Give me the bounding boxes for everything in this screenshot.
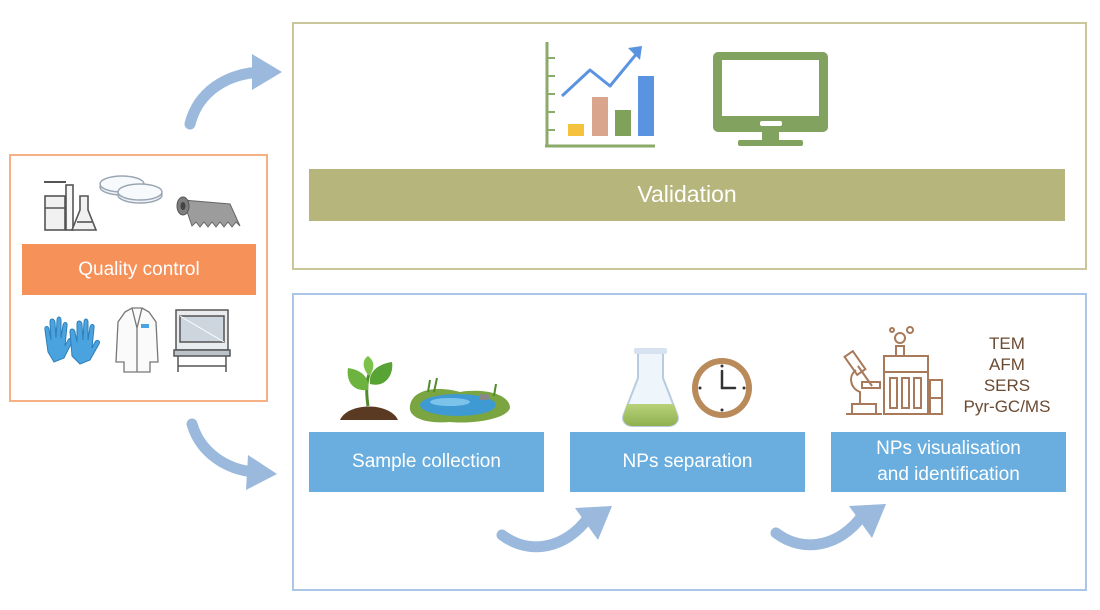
nps-separation-step: NPs separation	[570, 432, 805, 492]
nps-visualisation-line2: and identification	[877, 464, 1020, 485]
microscope-lab-equipment-icon	[843, 326, 943, 415]
lab-coat-icon	[115, 307, 159, 373]
arrow-step1-to-step2-icon	[496, 506, 612, 553]
technique-pyr-gc-ms: Pyr-GC/MS	[963, 397, 1051, 416]
arrow-to-validation-icon	[184, 54, 282, 130]
computer-monitor-icon	[713, 52, 828, 146]
pond-icon	[409, 377, 510, 423]
petri-dish-icon	[99, 175, 163, 204]
flask-icon	[622, 348, 679, 427]
technique-tem: TEM	[989, 334, 1025, 353]
clock-icon	[692, 358, 752, 418]
technique-sers: SERS	[983, 376, 1031, 395]
quality-control-banner: Quality control	[22, 244, 256, 295]
nps-visualisation-step: NPs visualisation and identification	[831, 432, 1066, 492]
bar-chart-trend-icon	[545, 42, 655, 148]
validation-panel	[292, 22, 1087, 270]
arrow-to-process-icon	[186, 418, 277, 490]
sample-collection-step: Sample collection	[309, 432, 544, 492]
nps-visualisation-line1: NPs visualisation	[876, 438, 1021, 460]
gloves-icon	[44, 316, 100, 365]
techniques-list: TEM AFM SERS Pyr-GC/MS	[952, 333, 1062, 417]
plant-soil-icon	[340, 356, 398, 420]
aluminium-foil-icon	[176, 196, 241, 228]
lab-glassware-icon	[44, 181, 98, 231]
validation-banner: Validation	[309, 169, 1065, 221]
fume-hood-icon	[173, 309, 231, 372]
technique-afm: AFM	[989, 355, 1025, 374]
arrow-step2-to-step3-icon	[770, 504, 886, 551]
